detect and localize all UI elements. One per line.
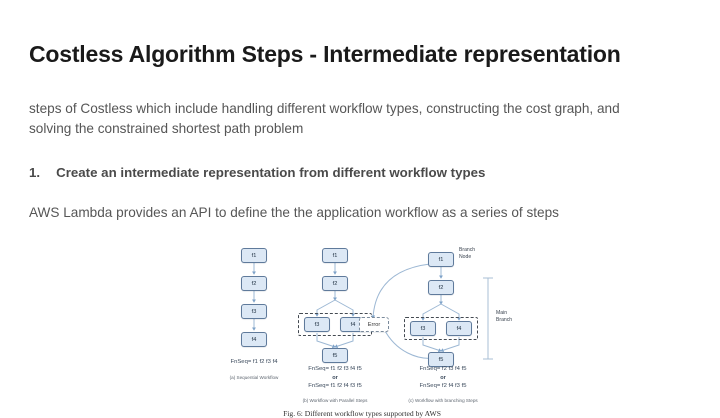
subcaption-a: (a) Sequential Workflow — [229, 375, 279, 380]
fnseq-b-line2: FnSeq= f1 f2 f4 f3 f5 — [308, 382, 362, 389]
branch-node-label: Branch Node — [459, 247, 475, 261]
node-b-f1: f1 — [322, 248, 348, 263]
figure-canvas: f1 f2 f3 f4 FnSeq= f1 f2 f3 f4 (a) Seque… — [212, 234, 512, 403]
page-title: Costless Algorithm Steps - Intermediate … — [29, 41, 621, 67]
main-branch-label-line2: Branch — [496, 316, 513, 323]
main-branch-label-line1: Main — [496, 310, 508, 316]
node-c-f1: f1 — [428, 252, 454, 267]
fnseq-c: FnSeq= f2 f3 f4 f5 or FnSeq= f2 f4 f3 f5 — [393, 365, 493, 390]
node-a-f4: f4 — [241, 332, 267, 347]
subcaption-b: (b) Workflow with Parallel Steps — [302, 398, 368, 403]
main-branch-bracket — [483, 277, 493, 360]
node-a-f1: f1 — [241, 248, 267, 263]
fnseq-b: FnSeq= f1 f2 f3 f4 f5 or FnSeq= f1 f2 f4… — [285, 365, 385, 390]
sub-paragraph: AWS Lambda provides an API to define the… — [29, 205, 559, 220]
numbered-list-item: 1. Create an intermediate representation… — [29, 165, 669, 180]
workflow-figure: f1 f2 f3 f4 FnSeq= f1 f2 f3 f4 (a) Seque… — [212, 234, 512, 418]
lead-paragraph: steps of Costless which include handling… — [29, 101, 620, 136]
fnseq-b-line1: FnSeq= f1 f2 f3 f4 f5 — [308, 366, 362, 372]
fnseq-c-line2: FnSeq= f2 f4 f3 f5 — [419, 382, 467, 389]
list-item-label: Create an intermediate representation fr… — [56, 165, 486, 180]
node-b-f2: f2 — [322, 276, 348, 291]
node-c-error: Error — [359, 317, 389, 332]
node-c-f2: f2 — [428, 280, 454, 295]
slide-root: Costless Algorithm Steps - Intermediate … — [29, 41, 669, 418]
figure-connectors-svg — [252, 263, 493, 361]
node-a-f2: f2 — [241, 276, 267, 291]
main-branch-label: Main Branch — [496, 310, 512, 324]
fnseq-a-line1: FnSeq= f1 f2 f3 f4 — [230, 359, 278, 365]
node-b-f5: f5 — [322, 348, 348, 363]
fnseq-b-or: or — [332, 374, 338, 381]
node-c-f5: f5 — [428, 352, 454, 367]
subcaption-c: (c) Workflow with branching Steps — [408, 398, 478, 403]
branch-node-label-line2: Node — [459, 253, 472, 260]
fnseq-c-line1: FnSeq= f2 f3 f4 f5 — [419, 366, 467, 372]
parallel-group-c — [404, 317, 478, 340]
fnseq-a: FnSeq= f1 f2 f3 f4 — [204, 358, 304, 367]
node-c-f4: f4 — [446, 321, 472, 336]
node-b-f3: f3 — [304, 317, 330, 332]
fnseq-c-or: or — [440, 374, 446, 381]
figure-caption: Fig. 6: Different workflow types support… — [283, 409, 441, 418]
node-c-f3: f3 — [410, 321, 436, 336]
list-item-number: 1. — [29, 165, 41, 180]
branch-node-label-line1: Branch — [459, 247, 476, 253]
node-a-f3: f3 — [241, 304, 267, 319]
